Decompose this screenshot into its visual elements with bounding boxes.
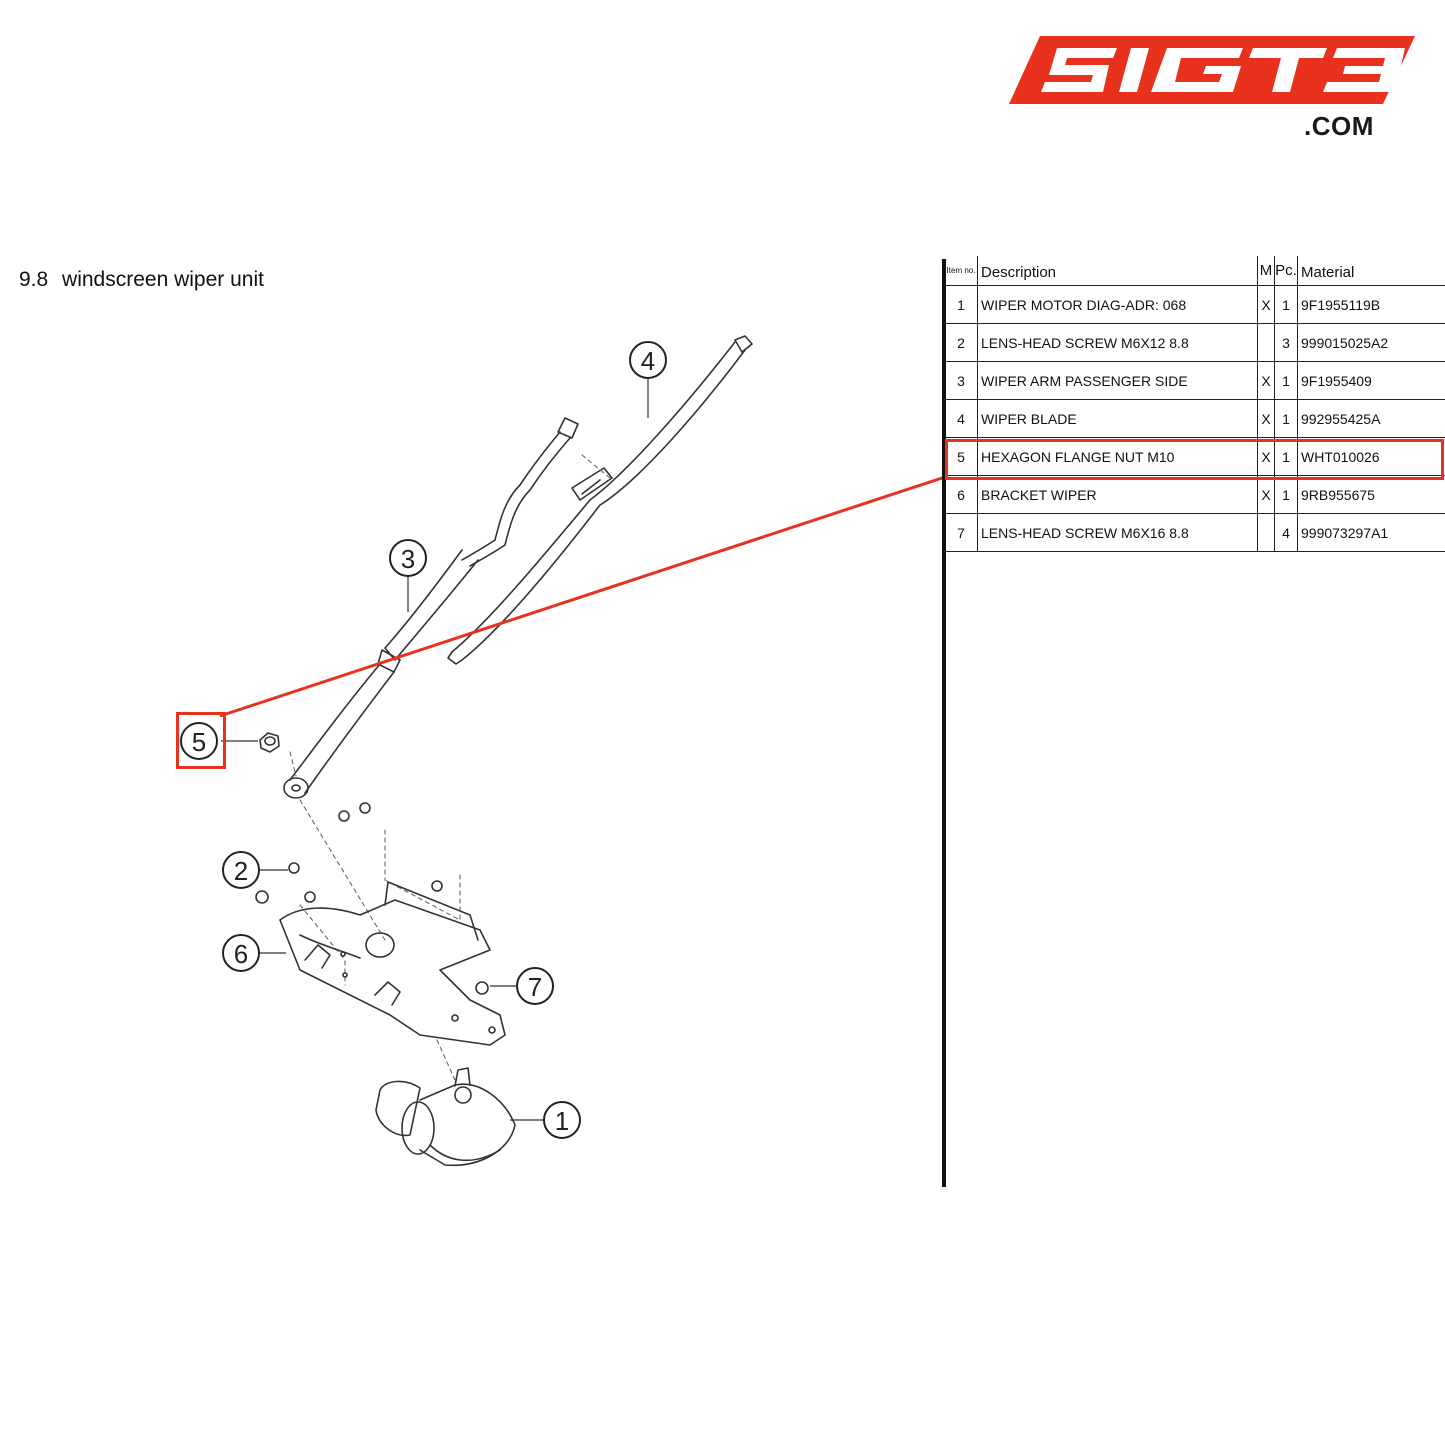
header-material: Material <box>1297 256 1445 286</box>
cell-m: X <box>1257 285 1275 324</box>
cell-pc: 1 <box>1274 399 1298 438</box>
callout-circle-4 <box>629 341 667 379</box>
cell-description: BRACKET WIPER <box>977 475 1258 514</box>
section-title: 9.8 windscreen wiper unit <box>19 268 264 292</box>
logo-domain-text: .COM <box>1304 111 1374 141</box>
cell-pc: 1 <box>1274 437 1298 476</box>
callout-circle-7 <box>516 967 554 1005</box>
callout-circle-1 <box>543 1101 581 1139</box>
header-description: Description <box>977 256 1258 286</box>
cell-item: 5 <box>945 437 978 476</box>
header-m: M <box>1257 256 1275 286</box>
cell-m: X <box>1257 475 1275 514</box>
cell-material: 9F1955409 <box>1297 361 1445 400</box>
callout-label-3: 3 <box>401 544 415 574</box>
cell-description: WIPER MOTOR DIAG-ADR: 068 <box>977 285 1258 324</box>
table-header-row: Item no. Description M Pc. Material <box>945 256 1445 286</box>
cell-material: 9RB955675 <box>1297 475 1445 514</box>
table-row[interactable]: 3 WIPER ARM PASSENGER SIDE X 1 9F1955409 <box>945 361 1445 400</box>
cell-description: WIPER ARM PASSENGER SIDE <box>977 361 1258 400</box>
cell-item: 2 <box>945 323 978 362</box>
cell-m <box>1257 323 1275 362</box>
cell-item: 3 <box>945 361 978 400</box>
table-left-rule <box>942 259 946 1187</box>
cell-material: 999073297A1 <box>1297 513 1445 552</box>
callout-label-7: 7 <box>528 972 542 1002</box>
wiper-arm-part <box>283 417 579 799</box>
cell-material: 9F1955119B <box>1297 285 1445 324</box>
table-row[interactable]: 4 WIPER BLADE X 1 992955425A <box>945 399 1445 438</box>
cell-pc: 1 <box>1274 475 1298 514</box>
cell-description: LENS-HEAD SCREW M6X12 8.8 <box>977 323 1258 362</box>
cell-m: X <box>1257 361 1275 400</box>
cell-pc: 3 <box>1274 323 1298 362</box>
callout-circle-6 <box>222 934 260 972</box>
callout-label-2: 2 <box>234 856 248 886</box>
callout-label-5: 5 <box>192 727 206 757</box>
callout-label-4: 4 <box>641 346 655 376</box>
wiper-blade-part <box>447 335 753 665</box>
cell-material: 992955425A <box>1297 399 1445 438</box>
cell-pc: 4 <box>1274 513 1298 552</box>
screws-part <box>255 802 489 995</box>
section-name: windscreen wiper unit <box>62 268 264 291</box>
highlight-connector-line <box>219 475 945 718</box>
table-row-highlighted[interactable]: 5 HEXAGON FLANGE NUT M10 X 1 WHT010026 <box>945 437 1445 476</box>
wiper-motor-part <box>375 1067 516 1167</box>
table-row[interactable]: 2 LENS-HEAD SCREW M6X12 8.8 3 999015025A… <box>945 323 1445 362</box>
callout-label-6: 6 <box>234 939 248 969</box>
callout-circle-5 <box>180 722 218 760</box>
callout-label-1: 1 <box>555 1106 569 1136</box>
header-pc: Pc. <box>1274 256 1298 286</box>
exploded-view-drawing: 4 3 5 2 6 7 1 <box>180 335 945 1167</box>
cell-item: 1 <box>945 285 978 324</box>
table-row[interactable]: 1 WIPER MOTOR DIAG-ADR: 068 X 1 9F195511… <box>945 285 1445 324</box>
header-item-no: Item no. <box>945 256 978 286</box>
cell-material: 999015025A2 <box>1297 323 1445 362</box>
section-number: 9.8 <box>19 268 49 291</box>
cell-pc: 1 <box>1274 285 1298 324</box>
cell-material: WHT010026 <box>1297 437 1445 476</box>
callout-circle-3 <box>389 539 427 577</box>
cell-m <box>1257 513 1275 552</box>
cell-m: X <box>1257 437 1275 476</box>
sigt3-logo <box>1009 36 1415 104</box>
cell-item: 7 <box>945 513 978 552</box>
cell-pc: 1 <box>1274 361 1298 400</box>
hexagon-nut-part <box>259 732 280 753</box>
parts-table: Item no. Description M Pc. Material 1 WI… <box>945 256 1445 552</box>
table-row[interactable]: 7 LENS-HEAD SCREW M6X16 8.8 4 999073297A… <box>945 513 1445 552</box>
callout-circle-2 <box>222 851 260 889</box>
cell-item: 6 <box>945 475 978 514</box>
cell-description: HEXAGON FLANGE NUT M10 <box>977 437 1258 476</box>
cell-description: LENS-HEAD SCREW M6X16 8.8 <box>977 513 1258 552</box>
cell-m: X <box>1257 399 1275 438</box>
cell-item: 4 <box>945 399 978 438</box>
table-row[interactable]: 6 BRACKET WIPER X 1 9RB955675 <box>945 475 1445 514</box>
bracket-wiper-part <box>279 881 506 1046</box>
cell-description: WIPER BLADE <box>977 399 1258 438</box>
